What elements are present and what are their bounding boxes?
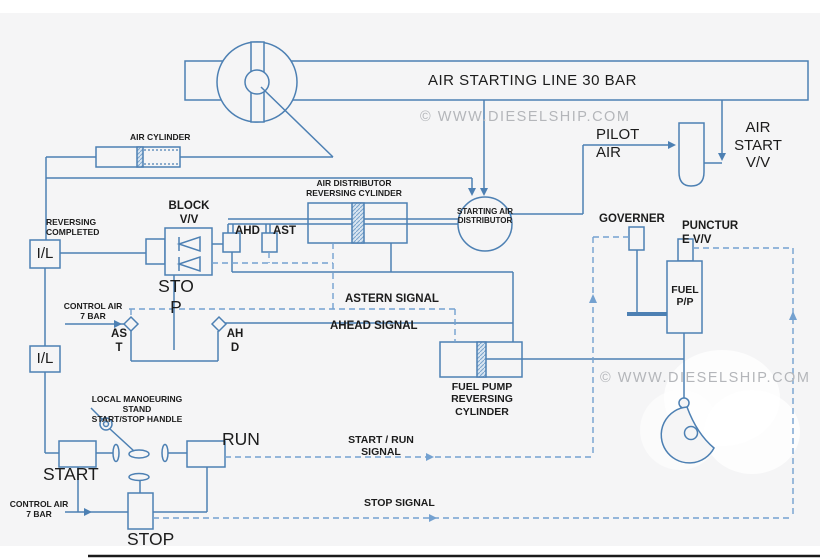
label-local-stand: LOCAL MANOEURING STAND START/STOP HANDLE xyxy=(91,394,183,425)
label-ahead-signal: AHEAD SIGNAL xyxy=(330,320,418,332)
dashed-signal-lines xyxy=(129,236,794,519)
label-fuel-pump: FUEL P/P xyxy=(671,284,699,309)
interlock-1-box xyxy=(29,239,61,269)
solid-lines xyxy=(29,41,809,530)
label-air-distributor-reversing-cylinder: AIR DISTRIBUTOR REVERSING CYLINDER xyxy=(306,178,402,199)
ahd-port-diamond xyxy=(210,315,228,333)
label-stop-signal: STOP SIGNAL xyxy=(364,497,435,509)
interlock-2-box xyxy=(29,345,61,373)
label-stop: STOP xyxy=(127,529,175,549)
cam-shaft xyxy=(683,425,699,441)
ast-port-diamond xyxy=(122,315,140,333)
label-control-air-lower: CONTROL AIR 7 BAR xyxy=(9,499,69,520)
starting-air-distributor-body xyxy=(457,196,513,252)
label-run: RUN xyxy=(222,429,260,449)
label-block-vv: BLOCK V/V xyxy=(168,200,210,226)
governer-body xyxy=(628,226,645,251)
label-stop-valve: STO P xyxy=(158,276,194,317)
label-start-run-signal: START / RUN SIGNAL xyxy=(348,434,414,459)
label-fuel-pump-reversing-cylinder: FUEL PUMP REVERSING CYLINDER xyxy=(451,381,513,418)
top-margin xyxy=(0,0,820,13)
label-pilot-air: PILOT AIR xyxy=(596,126,640,161)
watermark-bottom: © WWW.DIESELSHIP.COM xyxy=(600,370,811,386)
adrc-piston xyxy=(351,202,365,244)
label-air-start-vv: AIR START V/V xyxy=(734,119,782,172)
handle-lever xyxy=(90,407,104,421)
label-ast-valve: AST xyxy=(273,225,296,237)
watermark-top: © WWW.DIESELSHIP.COM xyxy=(420,109,631,125)
label-interlock-2: I/L xyxy=(36,350,54,367)
air-starting-line-pipe xyxy=(184,60,809,101)
watermark-blobs xyxy=(640,350,800,474)
flow-arrows xyxy=(84,141,797,522)
label-puncture-vv: PUNCTUR E V/V xyxy=(682,220,739,246)
block-valve-element-1 xyxy=(176,235,201,253)
stop-valve-box xyxy=(127,492,154,530)
fuel-pump-body xyxy=(666,260,703,334)
label-interlock-1: I/L xyxy=(36,245,54,262)
label-ast-port: AS T xyxy=(111,328,127,354)
label-control-air-upper: CONTROL AIR 7 BAR xyxy=(63,301,123,322)
label-start: START xyxy=(43,464,99,484)
label-ahd-valve: AHD xyxy=(235,225,260,237)
block-valve-element-2 xyxy=(176,255,201,273)
handle-knob xyxy=(99,417,113,431)
start-valve-box xyxy=(58,440,97,468)
label-starting-air-distributor: STARTING AIR DISTRIBUTOR xyxy=(457,207,513,226)
label-reversing-completed: REVERSING COMPLETED xyxy=(46,217,100,238)
fprc-piston xyxy=(476,341,487,378)
run-valve-box xyxy=(186,440,226,468)
label-air-cylinder: AIR CYLINDER xyxy=(130,132,191,142)
label-ahd-port: AH D xyxy=(226,328,244,354)
label-governer: GOVERNER xyxy=(599,213,665,225)
label-astern-signal: ASTERN SIGNAL xyxy=(345,293,439,305)
air-start-valve-body xyxy=(678,122,705,187)
label-air-starting-line: AIR STARTING LINE 30 BAR xyxy=(428,72,637,89)
